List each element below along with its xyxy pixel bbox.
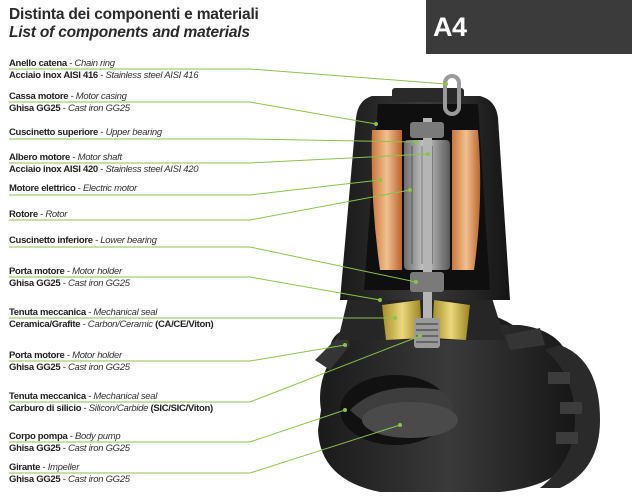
label-motor-holder-1-material: Ghisa GG25 - Cast iron GG25 [9,278,130,289]
label-mechanical-seal-2-material: Carburo di silicio - Silicon/Carbide (SI… [9,403,213,414]
title-italian: Distinta dei componenti e materiali [9,6,259,23]
leader-impeller [9,424,401,474]
leader-motor-holder-2 [9,344,346,362]
leader-motor-casing [9,101,377,125]
label-motor-shaft-material: Acciaio inox AISI 420 - Stainless steel … [9,164,199,175]
leader-electric-motor [9,179,381,196]
label-motor-holder-2: Porta motore - Motor holder [9,350,122,361]
label-motor-casing: Cassa motore - Motor casing [9,91,127,102]
mechanical-seal-lower [414,318,440,348]
label-lower-bearing: Cuscinetto inferiore - Lower bearing [9,235,157,246]
leader-upper-bearing [9,138,417,143]
label-mechanical-seal-1: Tenuta meccanica - Mechanical seal [9,307,158,318]
label-motor-shaft: Albero motore - Motor shaft [9,152,122,163]
leader-dots [343,82,448,427]
leader-motor-shaft [9,153,429,164]
label-chain-ring: Anello catena - Chain ring [9,58,115,69]
label-chain-ring-material: Acciaio inox AISI 416 - Stainless steel … [9,70,199,81]
leader-chain-ring [9,68,447,85]
label-body-pump: Corpo pompa - Body pump [9,431,121,442]
label-electric-motor: Motore elettrico - Electric motor [9,183,137,194]
label-motor-casing-material: Ghisa GG25 - Cast iron GG25 [9,103,130,114]
label-mechanical-seal-1-material: Ceramica/Grafite - Carbon/Ceramic (CA/CE… [9,319,214,330]
upper-bearing [410,122,444,138]
chain-ring [443,74,461,116]
leader-rotor [9,189,411,221]
leader-lower-bearing [9,246,417,283]
label-impeller: Girante - Impeller [9,462,80,473]
title-english: List of components and materials [9,24,250,41]
label-rotor: Rotore - Rotor [9,209,68,220]
label-motor-holder-2-material: Ghisa GG25 - Cast iron GG25 [9,362,130,373]
leader-mechanical-seal-2 [9,335,421,403]
label-impeller-material: Ghisa GG25 - Cast iron GG25 [9,474,130,485]
mechanical-seal-upper-right [432,300,470,340]
label-motor-holder-1: Porta motore - Motor holder [9,266,122,277]
mechanical-seal-upper-left [382,300,422,340]
section-badge: A4 [426,0,632,54]
electric-motor-windings [371,130,481,270]
lower-bearing [410,272,444,292]
label-body-pump-material: Ghisa GG25 - Cast iron GG25 [9,443,130,454]
leader-lines [9,68,447,474]
label-upper-bearing: Cuscinetto superiore - Upper bearing [9,127,162,138]
motor-shaft [423,118,432,338]
leader-motor-holder-1 [9,276,381,301]
label-mechanical-seal-2: Tenuta meccanica - Mechanical seal [9,391,158,402]
leader-body-pump [9,409,346,443]
